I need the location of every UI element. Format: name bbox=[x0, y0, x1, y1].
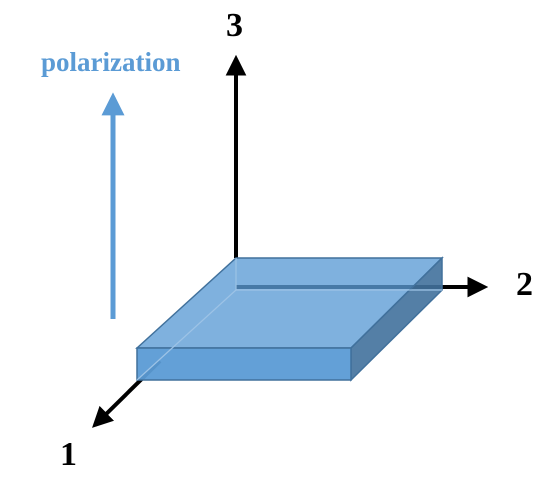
polarization-label: polarization bbox=[41, 47, 181, 77]
axis-3-label: 3 bbox=[226, 7, 243, 44]
axis-2-label: 2 bbox=[516, 266, 533, 303]
axis-1-label: 1 bbox=[60, 436, 77, 473]
plate-front-face bbox=[136, 347, 352, 381]
plate bbox=[135, 256, 444, 382]
plate-hidden-edge-left bbox=[136, 289, 237, 381]
